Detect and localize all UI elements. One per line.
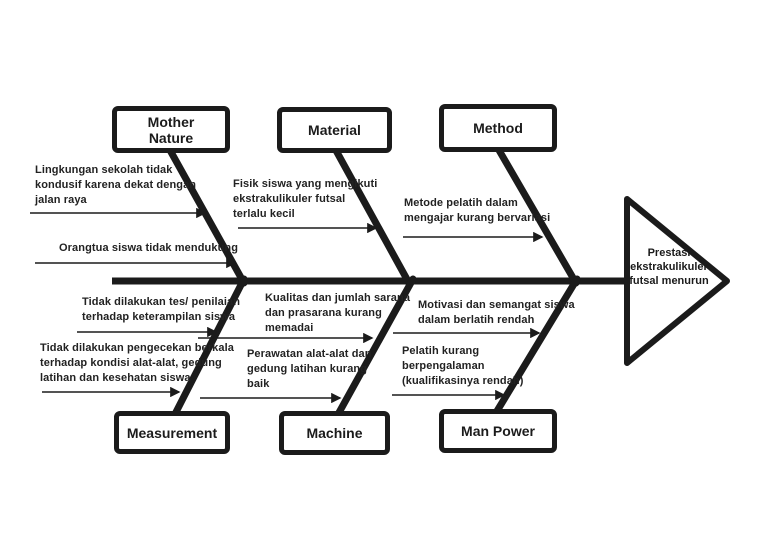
cause-text-mother-nature-1: Lingkungan sekolah tidak kondusif karena…	[35, 164, 197, 206]
cause-text-measurement-1: Tidak dilakukan tes/ penilaian terhadap …	[82, 296, 241, 323]
cause-text-measurement-2: Tidak dilakukan pengecekan berkala terha…	[40, 342, 234, 384]
bone-measurement	[169, 275, 248, 422]
effect-label: Prestasi ekstrakulikuler futsal menurun	[629, 247, 709, 287]
category-box-measurement: Measurement	[114, 411, 230, 454]
cause-text-machine-1: Kualitas dan jumlah sarana dan prasarana…	[265, 292, 411, 334]
bone-method	[492, 141, 580, 287]
cause-text-mother-nature-2: Orangtua siswa tidak mendukung	[59, 242, 239, 254]
category-label-machine: Machine	[306, 425, 363, 441]
category-box-method: Method	[439, 104, 557, 152]
category-label-measurement: Measurement	[126, 424, 218, 441]
category-box-man-power: Man Power	[439, 409, 557, 453]
cause-text-method-1: Metode pelatih dalam mengajar kurang ber…	[404, 197, 551, 224]
effect-arrow-head	[624, 196, 730, 366]
bone-machine	[332, 275, 417, 422]
cause-text-man-power-1: Motivasi dan semangat siswa dalam berlat…	[418, 299, 575, 326]
bone-material	[329, 141, 413, 287]
cause-text-material-1: Fisik siswa yang mengikuti ekstrakulikul…	[233, 178, 378, 220]
category-label-material: Material	[308, 122, 361, 138]
category-label-man-power: Man Power	[461, 423, 535, 439]
category-label-mother-nature: Mother Nature	[147, 113, 195, 146]
cause-text-man-power-2: Pelatih kurang berpengalaman (kualifikas…	[402, 345, 524, 387]
category-box-material: Material	[277, 107, 392, 153]
cause-text-machine-2: Perawatan alat-alat dan gedung latihan k…	[247, 348, 372, 390]
category-box-machine: Machine	[279, 411, 390, 455]
category-label-method: Method	[473, 120, 523, 136]
category-box-mother-nature: Mother Nature	[112, 106, 230, 153]
bone-man-power	[490, 275, 581, 420]
